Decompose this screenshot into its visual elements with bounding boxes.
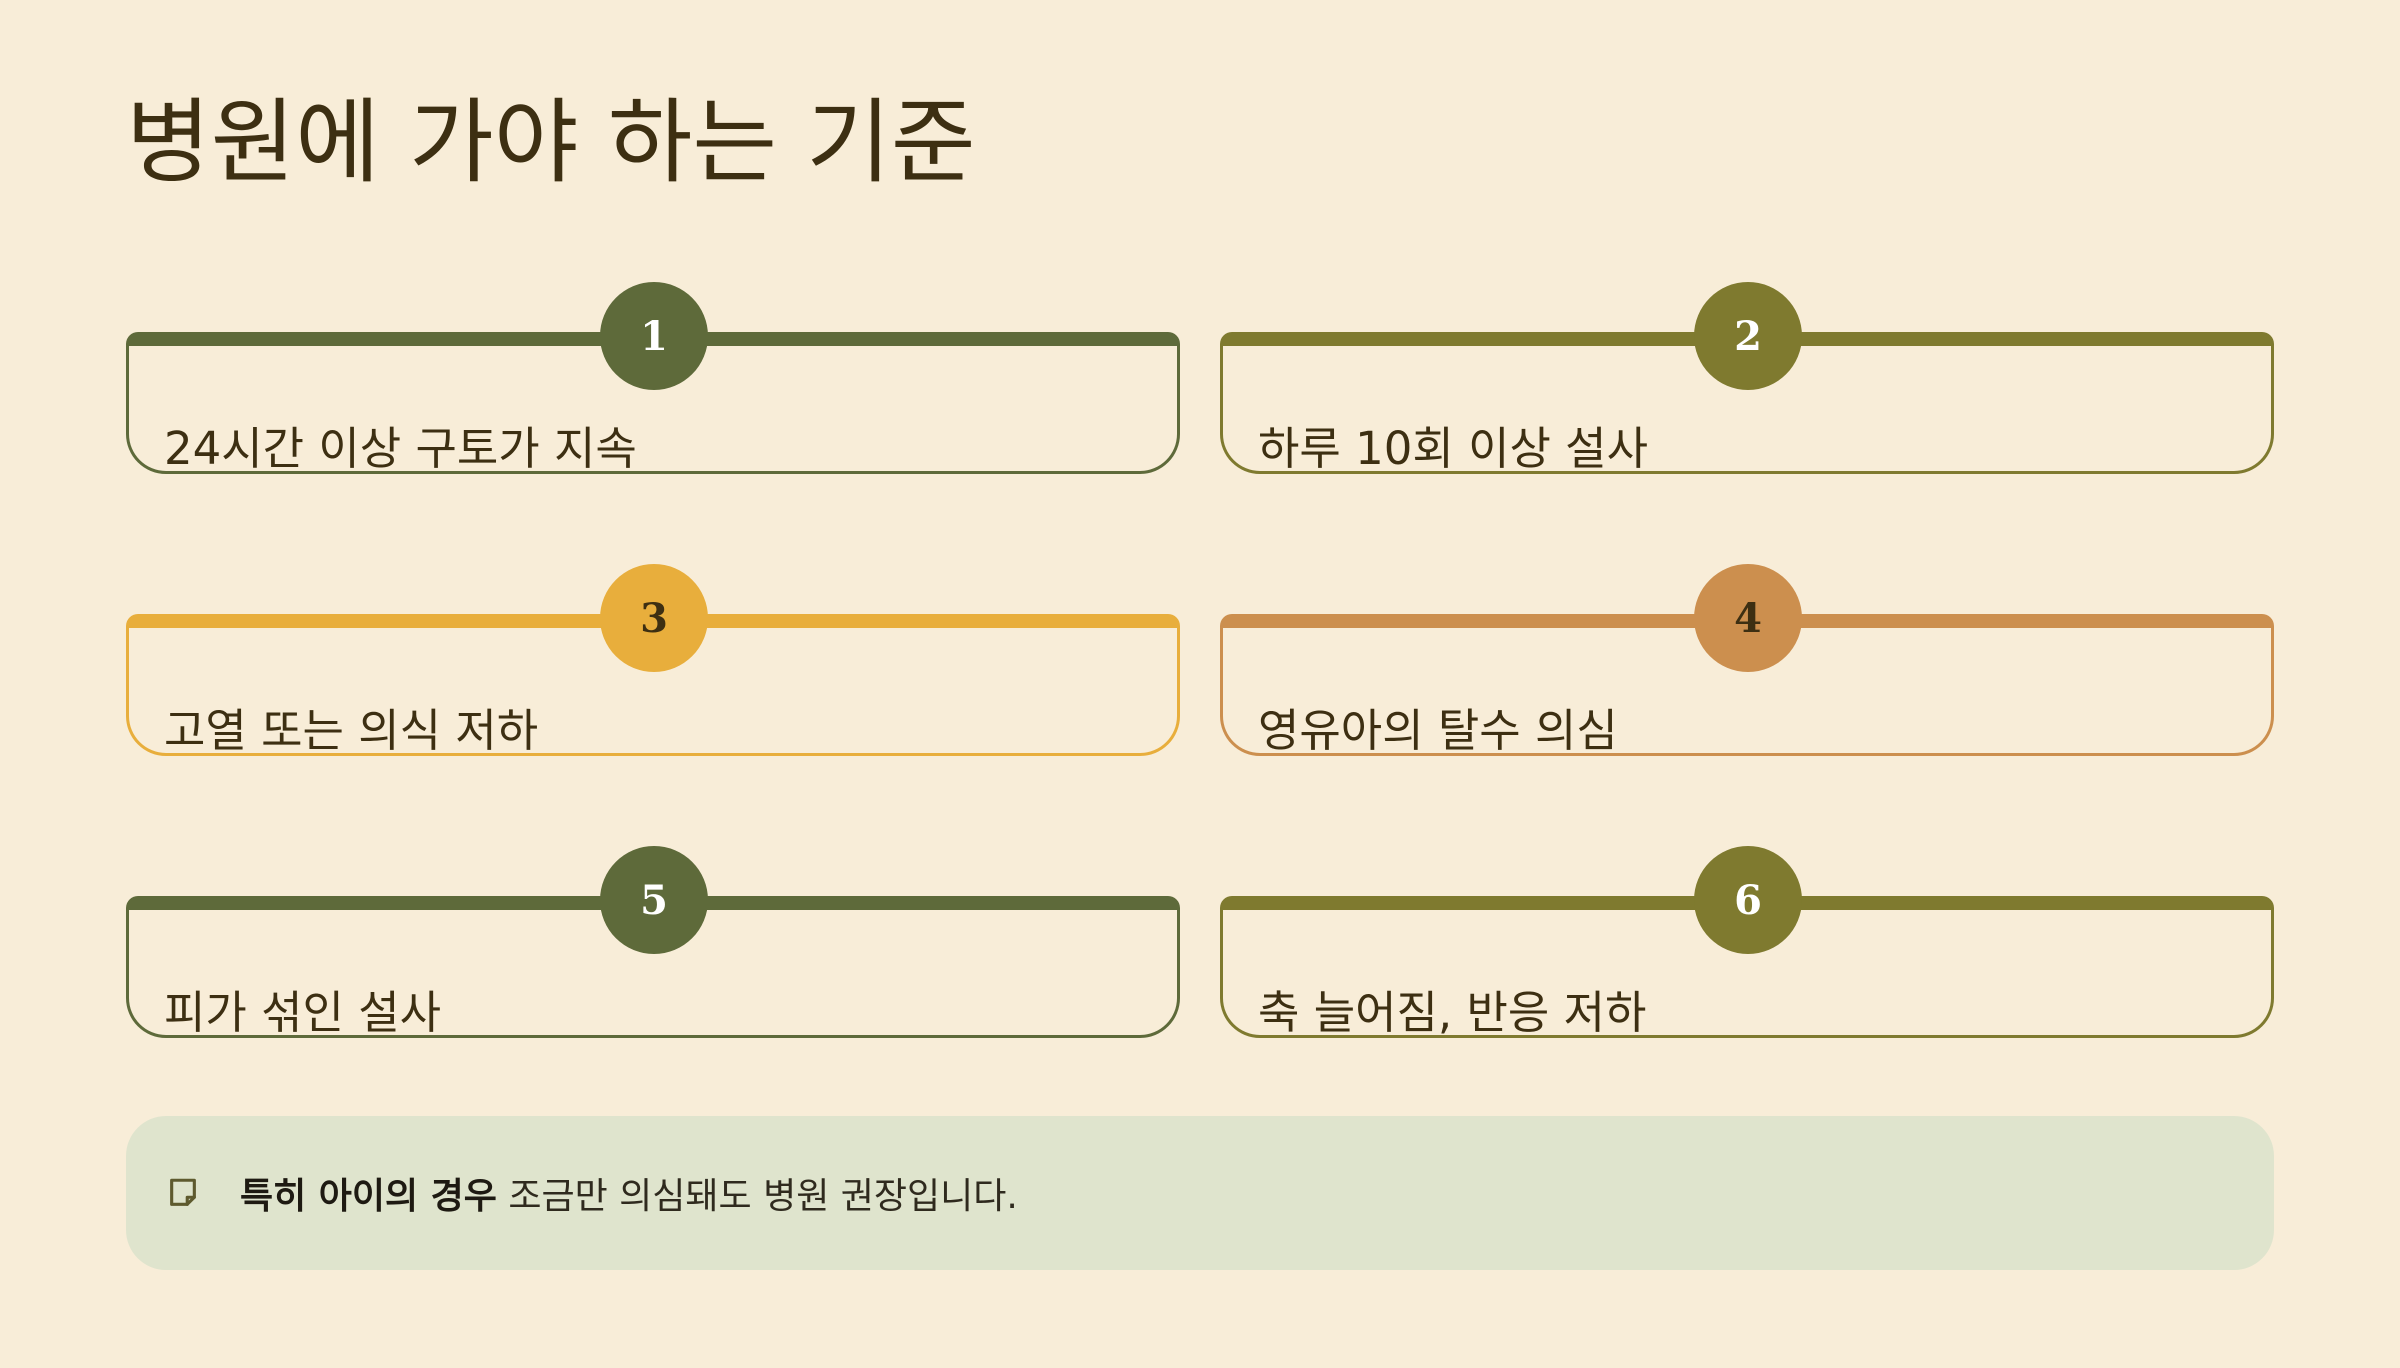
number-badge: 1 xyxy=(600,282,708,390)
note-banner: 특히 아이의 경우 조금만 의심돼도 병원 권장입니다. xyxy=(126,1116,2274,1270)
number-badge: 6 xyxy=(1694,846,1802,954)
criteria-card-4: 4 영유아의 탈수 의심 xyxy=(1220,564,2274,757)
criteria-card-2: 2 하루 10회 이상 설사 xyxy=(1220,282,2274,475)
note-text: 특히 아이의 경우 조금만 의심돼도 병원 권장입니다. xyxy=(240,1167,1018,1219)
criteria-card-6: 6 축 늘어짐, 반응 저하 xyxy=(1220,846,2274,1039)
criteria-text: 피가 섞인 설사 xyxy=(164,986,442,1039)
criteria-card-1: 1 24시간 이상 구토가 지속 xyxy=(126,282,1180,475)
note-emphasis: 특히 아이의 경우 xyxy=(240,1176,497,1217)
sticky-note-icon xyxy=(170,1178,196,1206)
number-badge: 4 xyxy=(1694,564,1802,672)
criteria-card-3: 3 고열 또는 의식 저하 xyxy=(126,564,1180,757)
number-badge: 3 xyxy=(600,564,708,672)
criteria-text: 하루 10회 이상 설사 xyxy=(1258,422,1648,475)
page-title: 병원에 가야 하는 기준 xyxy=(126,89,976,196)
criteria-grid: 1 24시간 이상 구토가 지속 2 하루 10회 이상 설사 3 고열 또는 … xyxy=(126,282,2274,1039)
criteria-text: 축 늘어짐, 반응 저하 xyxy=(1258,986,1647,1039)
note-body: 조금만 의심돼도 병원 권장입니다. xyxy=(496,1176,1018,1217)
number-badge: 2 xyxy=(1694,282,1802,390)
number-badge: 5 xyxy=(600,846,708,954)
criteria-card-5: 5 피가 섞인 설사 xyxy=(126,846,1180,1039)
criteria-text: 고열 또는 의식 저하 xyxy=(164,704,539,757)
criteria-text: 24시간 이상 구토가 지속 xyxy=(164,422,637,475)
criteria-text: 영유아의 탈수 의심 xyxy=(1258,704,1618,757)
